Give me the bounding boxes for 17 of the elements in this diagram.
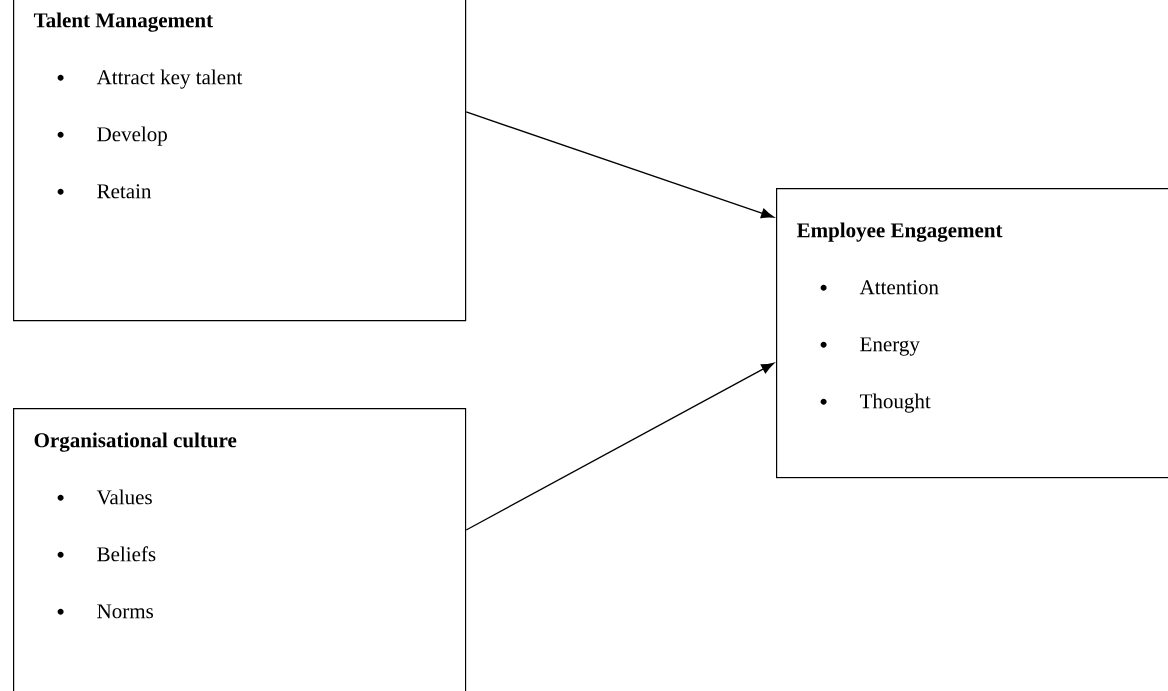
bullet-item: Develop (97, 126, 167, 146)
bullet-item: Norms (97, 604, 153, 619)
box (13, 408, 467, 691)
box-heading: Organisational culture (34, 432, 237, 452)
box-heading: Employee Engagement (796, 222, 1003, 242)
box (776, 188, 1168, 479)
bullet-item: Thought (860, 393, 931, 413)
box (13, 0, 467, 322)
arrow (465, 362, 775, 531)
box-heading: Talent Management (33, 12, 213, 32)
arrow (465, 111, 775, 219)
bullet-item: Attract key talent (96, 69, 243, 89)
bullet-item: Retain (97, 184, 152, 199)
bullet-item: Energy (860, 337, 920, 356)
bullet-item: Attention (859, 280, 939, 295)
bullet-item: Values (96, 489, 152, 505)
bullet-item: Beliefs (97, 546, 156, 562)
